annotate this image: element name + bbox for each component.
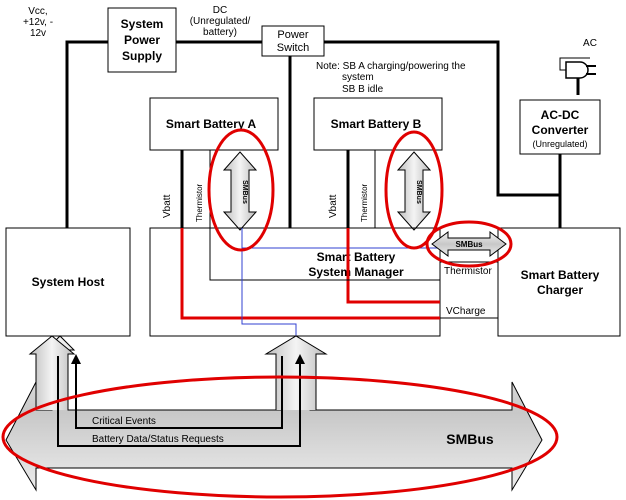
svg-text:System Manager: System Manager [308, 265, 404, 279]
system-host: System Host [5, 227, 131, 337]
svg-text:+12v, -: +12v, - [23, 17, 53, 28]
vbatt-b-label: Vbatt [328, 194, 339, 218]
svg-text:DC: DC [213, 5, 227, 16]
critical-events-flow [71, 354, 283, 429]
svg-text:12v: 12v [30, 28, 46, 39]
ac-plug-icon: AC [559, 38, 597, 79]
svg-text:battery): battery) [203, 27, 237, 38]
system-power-supply: System Power Supply [107, 7, 177, 73]
svg-text:(Unregulated): (Unregulated) [532, 139, 587, 149]
svg-text:Power: Power [277, 29, 309, 41]
svg-text:Smart Battery A: Smart Battery A [166, 117, 257, 131]
smbus-arrow-b: SMBus [396, 151, 432, 231]
svg-text:Charger: Charger [537, 283, 583, 297]
battery-requests-label: Battery Data/Status Requests [92, 434, 224, 445]
svg-text:Switch: Switch [277, 42, 309, 54]
smart-battery-a: Smart Battery A [149, 97, 279, 151]
svg-text:Smart Battery: Smart Battery [317, 250, 396, 264]
svg-text:SMBus: SMBus [455, 240, 483, 249]
svg-text:Converter: Converter [532, 123, 589, 137]
svg-text:System Host: System Host [32, 275, 105, 289]
svg-text:Note: SB A charging/powering t: Note: SB A charging/powering the [316, 61, 466, 72]
note-text: Note: SB A charging/powering the system … [316, 61, 466, 95]
svg-text:AC-DC: AC-DC [541, 108, 580, 122]
host-up-arrow [28, 335, 76, 410]
vbatt-a-label: Vbatt [162, 194, 173, 218]
thermistor-a-label: Thermistor [195, 183, 204, 222]
svg-text:Vcc,: Vcc, [28, 6, 47, 17]
smbus-main-bus: SMBus [5, 335, 543, 492]
highlight-ellipses [1, 128, 559, 499]
svg-text:Smart Battery: Smart Battery [521, 268, 600, 282]
vcc-label: Vcc, +12v, - 12v [23, 6, 53, 39]
svg-text:system: system [342, 72, 374, 83]
svg-text:AC: AC [583, 38, 597, 49]
critical-events-label: Critical Events [92, 416, 156, 427]
svg-text:(Unregulated/: (Unregulated/ [190, 16, 251, 27]
svg-text:SMBus: SMBus [241, 180, 248, 204]
smbus-arrow-charger: SMBus [431, 231, 507, 257]
smart-battery-charger: Smart Battery Charger [497, 227, 621, 337]
ac-dc-converter: AC-DC Converter (Unregulated) [519, 99, 601, 155]
thermistor-charger-label: Thermistor [444, 266, 492, 277]
svg-text:SMBus: SMBus [415, 180, 422, 204]
svg-text:SMBus: SMBus [446, 431, 494, 447]
smbus-arrow-a: SMBus [222, 151, 258, 231]
svg-text:Supply: Supply [122, 49, 162, 63]
power-switch: Power Switch [261, 25, 325, 57]
dc-label: DC (Unregulated/ battery) [190, 5, 251, 38]
svg-text:Smart Battery B: Smart Battery B [331, 117, 422, 131]
manager-up-arrow [264, 335, 328, 410]
svg-text:System: System [121, 17, 164, 31]
smbus-signal-line [241, 228, 297, 336]
svg-text:Power: Power [124, 33, 160, 47]
thermistor-b-label: Thermistor [360, 183, 369, 222]
vcharge-label: VCharge [446, 306, 486, 317]
svg-text:SB B idle: SB B idle [342, 84, 384, 95]
smart-battery-b: Smart Battery B [313, 97, 443, 151]
smart-battery-system-manager: Smart Battery System Manager [149, 227, 441, 337]
